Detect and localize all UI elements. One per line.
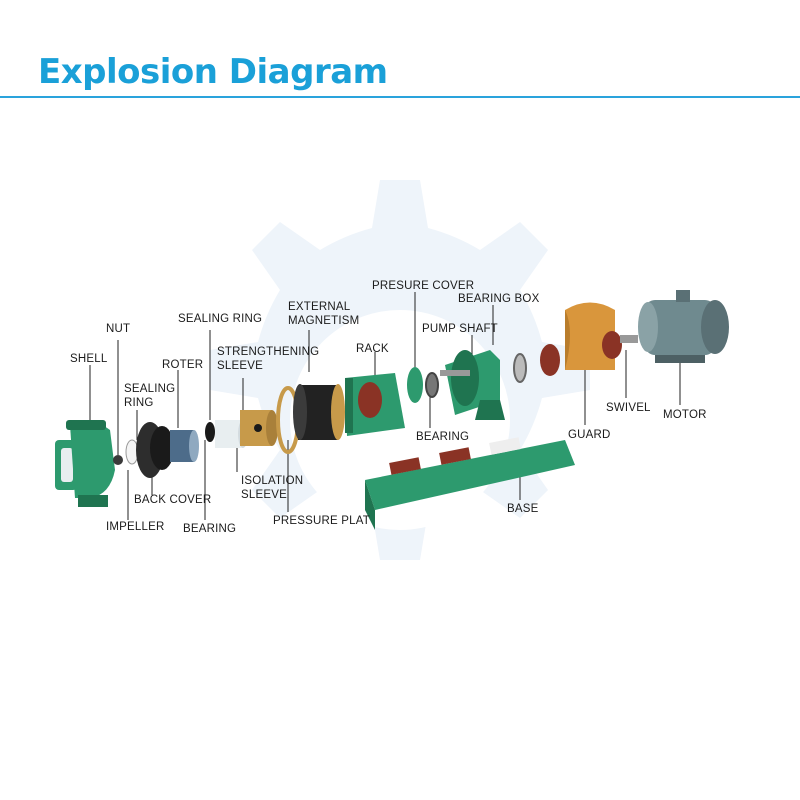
label-bearing-2: BEARING: [416, 431, 470, 443]
strengthening-sleeve-part: [240, 410, 278, 446]
label-strengthening-sleeve: STRENGTHENING SLEEVE: [217, 345, 319, 373]
label-external-magnetism: EXTERNAL MAGNETISM: [288, 300, 359, 328]
nut-part: [113, 455, 123, 465]
bearing-box-part: [440, 350, 505, 420]
label-bearing-1: BEARING: [183, 523, 237, 535]
back-cover-part: [150, 426, 174, 470]
label-shell: SHELL: [70, 353, 108, 365]
shell-part: [55, 420, 115, 507]
label-sealing-ring-1: SEALING RING: [124, 382, 175, 410]
label-base: BASE: [507, 503, 539, 515]
base-part: [365, 437, 575, 530]
sealing-ring-2-part: [205, 422, 215, 442]
label-impeller: IMPELLER: [106, 521, 165, 533]
label-presure-cover: PRESURE COVER: [372, 280, 475, 292]
motor-part: [638, 290, 729, 363]
label-sealing-ring-1-line2: RING: [124, 397, 154, 409]
label-nut: NUT: [106, 323, 131, 335]
label-pressure-plat: PRESSURE PLAT: [273, 515, 370, 527]
page-title: Explosion Diagram: [38, 52, 388, 92]
label-swivel: SWIVEL: [606, 402, 651, 414]
bearing-box-cap-part: [540, 344, 560, 376]
label-sealing-ring-2: SEALING RING: [178, 313, 263, 325]
label-isolation-sleeve-line1: ISOLATION: [241, 475, 304, 487]
label-strengthening-sleeve-line1: STRENGTHENING: [217, 346, 320, 358]
external-magnetism-part: [293, 384, 345, 440]
roter-part: [170, 430, 199, 462]
bearing-box-washer-part: [513, 353, 527, 383]
label-bearing-box: BEARING BOX: [458, 293, 540, 305]
label-guard: GUARD: [568, 429, 611, 441]
presure-cover-part: [407, 367, 423, 403]
label-back-cover: BACK COVER: [134, 494, 212, 506]
label-strengthening-sleeve-line2: SLEEVE: [217, 360, 263, 372]
label-sealing-ring-1-line1: SEALING: [124, 383, 176, 395]
label-isolation-sleeve: ISOLATION SLEEVE: [241, 474, 303, 502]
rack-part: [345, 373, 405, 436]
label-motor: MOTOR: [663, 409, 707, 421]
title-underline: [0, 96, 800, 98]
label-isolation-sleeve-line2: SLEEVE: [241, 489, 287, 501]
bearing-2-part: [425, 372, 439, 398]
swivel-part: [602, 331, 638, 359]
label-external-magnetism-line1: EXTERNAL: [288, 301, 351, 313]
label-external-magnetism-line2: MAGNETISM: [288, 315, 360, 327]
label-pump-shaft: PUMP SHAFT: [422, 323, 498, 335]
guard-part: [565, 302, 615, 370]
label-roter: ROTER: [162, 359, 204, 371]
label-rack: RACK: [356, 343, 389, 355]
